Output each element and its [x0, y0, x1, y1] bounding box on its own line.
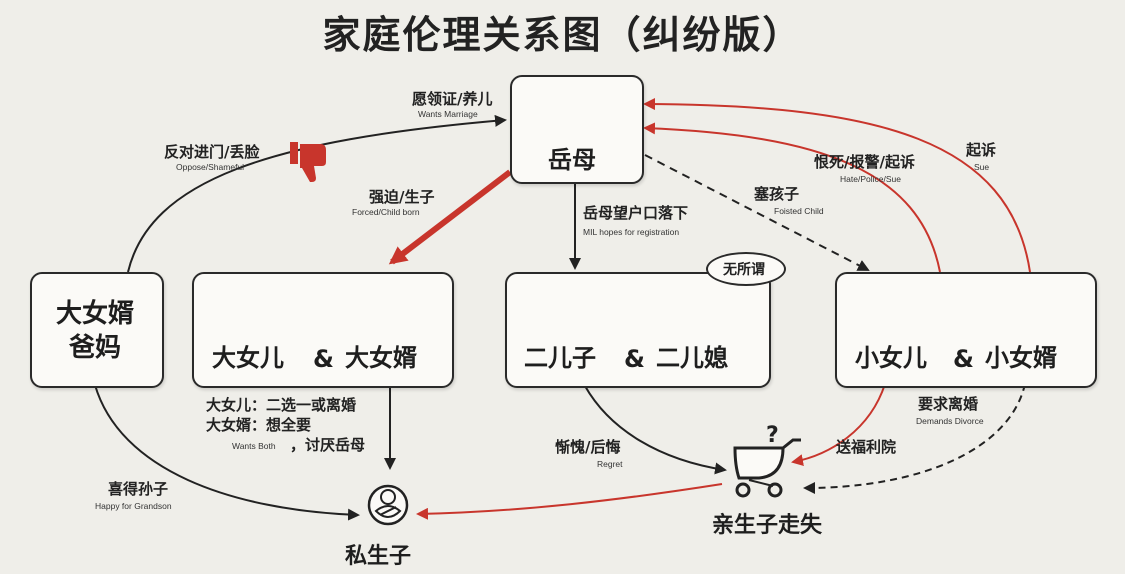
sue-label: 起诉 [966, 141, 997, 159]
choice-line-1: 大女儿：二选一或离婚 [206, 396, 357, 414]
edge-sue [643, 98, 1031, 273]
edge-orphanage [803, 383, 1026, 494]
youngest-ampersand: & [953, 345, 974, 373]
thought-bubble [706, 252, 786, 286]
choice-line-3-en: Wants Both [232, 441, 276, 451]
second-son-label: 二儿子 [524, 344, 596, 372]
registration-label-en: MIL hopes for registration [583, 227, 680, 237]
happy-label: 喜得孙子 [108, 480, 169, 498]
wants-marriage-label-en: Wants Marriage [418, 109, 478, 119]
diagram-title: 家庭伦理关系图（纠纷版） [322, 13, 803, 57]
eldest-ampersand: & [313, 345, 334, 373]
foisted-label-en: Foisted Child [774, 206, 824, 216]
registration-label: 岳母望户口落下 [583, 204, 689, 222]
orphanage-label: 送福利院 [836, 438, 897, 456]
mother-in-law-label: 岳母 [548, 146, 596, 174]
eldest-couple-node [192, 272, 454, 388]
second-ampersand: & [624, 345, 645, 373]
illegitimate-child-label: 私生子 [345, 544, 412, 569]
forced-label-en: Forced/Child born [352, 207, 420, 217]
edge-happy [94, 384, 360, 521]
edge-lost-to-child [416, 483, 723, 520]
son-in-law-parents-node [30, 272, 164, 388]
baby-stroller-icon [733, 438, 801, 498]
eldest-daughter-label: 大女儿 [212, 344, 284, 372]
mother-in-law-node [510, 75, 644, 184]
edge-divorce [791, 383, 886, 467]
edge-oppose [127, 114, 507, 273]
eldest-son-in-law-label: 大女婿 [345, 344, 417, 372]
oppose-label-en: Oppose/Shameful [176, 162, 245, 172]
youngest-couple-node [835, 272, 1097, 388]
lost-child-label: 亲生子走失 [712, 513, 823, 538]
regret-label-en: Regret [597, 459, 623, 469]
second-couple-node [505, 272, 771, 388]
second-daughter-in-law-label: 二儿媳 [656, 344, 728, 372]
choice-line-3-zh: ，讨厌岳母 [290, 436, 366, 454]
thumbs-down-icon [290, 142, 326, 182]
edge-hate [643, 122, 941, 273]
forced-label: 强迫/生子 [369, 188, 435, 206]
youngest-daughter-label: 小女儿 [855, 344, 927, 372]
divorce-label: 要求离婚 [918, 395, 979, 413]
edge-forced [388, 169, 512, 265]
happy-label-en: Happy for Grandson [95, 501, 172, 511]
edge-regret [584, 385, 727, 475]
foisted-label: 塞孩子 [754, 185, 800, 203]
son-in-law-parents-label: 大女婿 爸妈 [55, 299, 134, 363]
hate-label: 恨死/报警/起诉 [814, 153, 915, 171]
thought-bubble-text: 无所谓 [723, 262, 765, 278]
divorce-label-en: Demands Divorce [916, 416, 984, 426]
hate-label-en: Hate/Police/Sue [840, 174, 901, 184]
wants-marriage-label: 愿领证/养儿 [412, 90, 493, 108]
sue-label-en: Sue [974, 162, 990, 172]
swaddled-baby-icon [367, 484, 409, 526]
regret-label: 惭愧/后悔 [555, 438, 621, 456]
youngest-son-in-law-label: 小女婿 [985, 344, 1057, 372]
question-mark-icon: ? [766, 423, 779, 448]
oppose-label: 反对进门/丢脸 [164, 143, 260, 161]
choice-line-2: 大女婿：想全要 [206, 416, 312, 434]
